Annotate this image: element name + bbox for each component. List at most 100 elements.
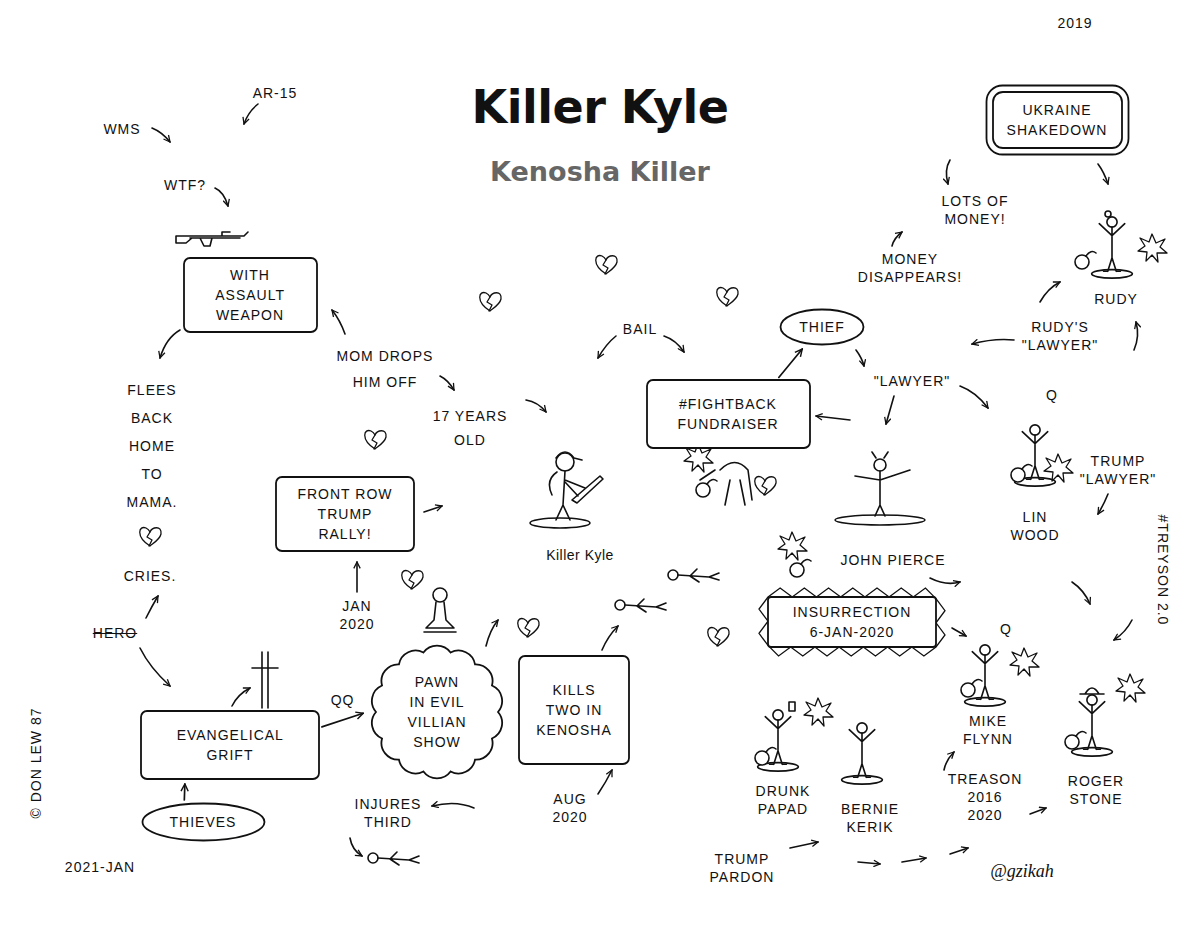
pawn-piece	[424, 602, 456, 632]
leader-arrow	[856, 350, 864, 366]
explosion	[1010, 648, 1039, 676]
leader-arrow	[892, 232, 902, 246]
glasses	[1105, 211, 1111, 217]
date-label: AUG 2020	[552, 790, 587, 826]
leader-arrow	[1098, 494, 1108, 514]
outline-shape	[781, 310, 864, 345]
thief-oval: THIEF	[779, 308, 865, 346]
annotation: TRUMP PARDON	[710, 850, 775, 886]
leader-arrow	[1040, 282, 1060, 302]
annotation: BAIL	[623, 320, 657, 338]
annotation: "LAWYER"	[874, 372, 951, 390]
copyright: © DON LEW 87	[26, 707, 44, 818]
annotation: MOM DROPS HIM OFF	[330, 343, 440, 395]
broken-heart	[755, 476, 776, 495]
drawing	[140, 104, 1167, 865]
node-outline	[757, 586, 947, 658]
node-outline	[985, 84, 1130, 156]
leader-arrow	[664, 336, 684, 352]
node-text: EVANGELICAL GRIFT	[177, 725, 284, 765]
victim	[368, 852, 419, 865]
year-label: 2019	[1057, 14, 1092, 32]
leader-arrow	[902, 858, 926, 862]
leader-arrow	[930, 578, 960, 583]
outline-shape	[768, 597, 936, 647]
annotation: TREASON 2016 2020	[948, 770, 1023, 824]
victim	[668, 569, 719, 582]
outline-shape	[986, 86, 1128, 155]
leader-arrow	[950, 848, 968, 854]
connector-arrow	[779, 349, 802, 377]
grift-box: EVANGELICAL GRIFT	[140, 710, 320, 780]
node-outline	[140, 710, 320, 780]
person-name: RUDY	[1094, 290, 1138, 308]
leader-arrow	[946, 160, 950, 184]
leader-arrow	[432, 803, 474, 808]
signature: @gzikah	[990, 860, 1054, 882]
annotation: INJURES THIRD	[355, 795, 422, 831]
broken-heart	[140, 527, 161, 546]
leader-arrow	[160, 330, 180, 358]
leader-arrow	[140, 648, 170, 686]
edge-label: QQ	[329, 691, 357, 709]
node-text: THIEF	[799, 317, 844, 337]
node-text: WITH ASSAULT WEAPON	[215, 265, 285, 325]
ukraine-box: UKRAINE SHAKEDOWN	[985, 84, 1130, 156]
rudy-figure	[1092, 217, 1133, 278]
bomb	[1065, 732, 1086, 749]
leader-arrow	[244, 104, 258, 124]
bomb	[1075, 252, 1096, 269]
leader-arrow	[1134, 322, 1138, 350]
leader-arrow	[972, 340, 1014, 345]
annotation: RUDY'S "LAWYER"	[1022, 318, 1099, 354]
leader-arrow	[790, 842, 818, 848]
broken-heart	[365, 430, 386, 449]
node-text: PAWN IN EVIL VILLIAN SHOW	[406, 672, 468, 752]
bomb	[696, 480, 717, 497]
annotation: Q	[1046, 386, 1058, 404]
annotation: TRUMP "LAWYER"	[1080, 452, 1157, 488]
leader-arrow	[1098, 164, 1108, 184]
title: Killer Kyle	[471, 80, 728, 134]
annotation: AR-15	[253, 84, 298, 102]
leader-arrow	[944, 752, 954, 770]
annotation: 17 YEARS OLD	[420, 404, 520, 452]
cup	[789, 702, 795, 711]
node-text: KILLS TWO IN KENOSHA	[536, 680, 611, 740]
leader-arrow	[332, 310, 345, 334]
person-name: MIKE FLYNN	[963, 712, 1013, 748]
cowboy-hat	[1080, 688, 1104, 694]
broken-heart	[480, 292, 501, 311]
node-text: UKRAINE SHAKEDOWN	[1007, 100, 1108, 140]
node-text: #FIGHTBACK FUNDRAISER	[677, 394, 778, 434]
person-name: ROGER STONE	[1068, 772, 1124, 808]
cross	[252, 652, 278, 708]
leader-arrow	[356, 562, 358, 592]
date-label: JAN 2020	[339, 597, 374, 633]
leader-arrow	[526, 400, 546, 412]
outline-shape	[276, 477, 414, 551]
outline-shape	[647, 380, 810, 448]
annotation: HERO	[93, 624, 137, 642]
leader-arrow	[602, 626, 618, 650]
subtitle: Kenosha Killer	[490, 156, 710, 188]
leader-arrow	[215, 188, 228, 206]
pawn-cloud: PAWN IN EVIL VILLIAN SHOW	[367, 642, 507, 782]
broken-heart	[708, 627, 729, 646]
leader-arrow	[1030, 808, 1046, 814]
hashtag: #TREYSON 2.0	[1154, 515, 1172, 626]
kerik-figure	[842, 723, 883, 784]
node-text: INSURRECTION 6-JAN-2020	[793, 602, 912, 642]
pierce-figure	[835, 452, 925, 525]
leader-arrow	[232, 688, 250, 706]
rifle	[176, 232, 248, 246]
person-name: JOHN PIERCE	[840, 551, 945, 569]
thieves-oval: THIEVES	[141, 802, 266, 842]
annotation: CRIES.	[124, 567, 177, 585]
outline-shape	[141, 711, 319, 779]
broken-heart	[518, 618, 539, 637]
node-outline	[367, 642, 507, 782]
leader-arrow	[486, 620, 498, 646]
bomb	[755, 748, 776, 765]
